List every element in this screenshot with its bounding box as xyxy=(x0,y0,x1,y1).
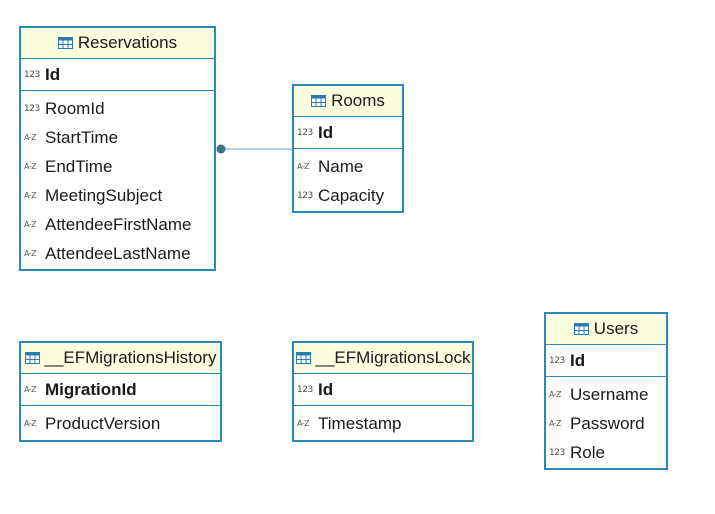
text-type-icon: A-Z xyxy=(24,385,37,394)
text-type-icon: A-Z xyxy=(297,162,310,171)
table-icon xyxy=(573,323,589,335)
entity-header: Users xyxy=(546,314,666,345)
primary-key-row[interactable]: 123 Id xyxy=(294,374,472,406)
entity-users[interactable]: Users 123 Id A-Z Username A-Z Password 123… xyxy=(544,312,668,470)
column-row[interactable]: A-Z ProductVersion xyxy=(21,409,220,438)
table-icon xyxy=(295,352,311,364)
column-name: Name xyxy=(318,156,364,176)
reservations-rooms-link-endpoint xyxy=(216,144,226,154)
column-name: Password xyxy=(570,413,645,433)
numeric-type-icon: 123 xyxy=(549,447,565,458)
primary-key-row[interactable]: 123 Id xyxy=(546,345,666,377)
primary-key-row[interactable]: 123 Id xyxy=(21,59,214,91)
entity-header: Reservations xyxy=(21,28,214,59)
column-row[interactable]: A-Z EndTime xyxy=(21,152,214,181)
entity-title: __EFMigrationsLock xyxy=(315,348,471,367)
entity-title: Reservations xyxy=(77,33,178,52)
column-name: Username xyxy=(570,384,649,404)
column-name: Role xyxy=(570,442,605,462)
column-name: Capacity xyxy=(318,185,385,205)
entity-header: Rooms xyxy=(294,86,402,117)
text-type-icon: A-Z xyxy=(549,419,562,428)
entity-ef-migrations-history[interactable]: __EFMigrationsHistory A-Z MigrationId A-… xyxy=(19,341,222,442)
column-name: Id xyxy=(318,122,334,142)
column-name: MigrationId xyxy=(45,379,137,399)
text-type-icon: A-Z xyxy=(24,249,37,258)
column-name: Id xyxy=(45,64,61,84)
column-row[interactable]: 123 Role xyxy=(546,438,666,467)
column-name: StartTime xyxy=(45,127,119,147)
column-name: Timestamp xyxy=(318,413,402,433)
text-type-icon: A-Z xyxy=(24,191,37,200)
text-type-icon: A-Z xyxy=(24,133,37,142)
column-name: MeetingSubject xyxy=(45,185,163,205)
column-name: AttendeeFirstName xyxy=(45,214,192,234)
entity-title: Users xyxy=(593,319,639,338)
numeric-type-icon: 123 xyxy=(549,355,565,366)
text-type-icon: A-Z xyxy=(549,390,562,399)
column-row[interactable]: A-Z AttendeeLastName xyxy=(21,239,214,268)
column-row[interactable]: A-Z Timestamp xyxy=(294,409,472,438)
column-row[interactable]: A-Z StartTime xyxy=(21,123,214,152)
text-type-icon: A-Z xyxy=(24,419,37,428)
numeric-type-icon: 123 xyxy=(297,190,313,201)
column-name: Id xyxy=(570,350,586,370)
column-row[interactable]: A-Z Password xyxy=(546,409,666,438)
entity-header: __EFMigrationsLock xyxy=(294,343,472,374)
column-row[interactable]: A-Z Name xyxy=(294,152,402,181)
column-name: RoomId xyxy=(45,98,105,118)
column-row[interactable]: 123 Capacity xyxy=(294,181,402,210)
table-icon xyxy=(57,37,73,49)
primary-key-row[interactable]: A-Z MigrationId xyxy=(21,374,220,406)
column-row[interactable]: A-Z Username xyxy=(546,380,666,409)
entity-ef-migrations-lock[interactable]: __EFMigrationsLock 123 Id A-Z Timestamp xyxy=(292,341,474,442)
column-row[interactable]: A-Z MeetingSubject xyxy=(21,181,214,210)
table-icon xyxy=(311,95,327,107)
column-name: Id xyxy=(318,379,334,399)
numeric-type-icon: 123 xyxy=(297,127,313,138)
entity-title: __EFMigrationsHistory xyxy=(44,348,217,367)
numeric-type-icon: 123 xyxy=(24,103,40,114)
column-name: ProductVersion xyxy=(45,413,161,433)
numeric-type-icon: 123 xyxy=(297,384,313,395)
text-type-icon: A-Z xyxy=(24,162,37,171)
primary-key-row[interactable]: 123 Id xyxy=(294,117,402,149)
column-name: AttendeeLastName xyxy=(45,243,191,263)
table-icon xyxy=(24,352,40,364)
text-type-icon: A-Z xyxy=(24,220,37,229)
numeric-type-icon: 123 xyxy=(24,69,40,80)
entity-title: Rooms xyxy=(331,91,385,110)
column-row[interactable]: 123 RoomId xyxy=(21,94,214,123)
column-name: EndTime xyxy=(45,156,113,176)
column-row[interactable]: A-Z AttendeeFirstName xyxy=(21,210,214,239)
text-type-icon: A-Z xyxy=(297,419,310,428)
entity-header: __EFMigrationsHistory xyxy=(21,343,220,374)
